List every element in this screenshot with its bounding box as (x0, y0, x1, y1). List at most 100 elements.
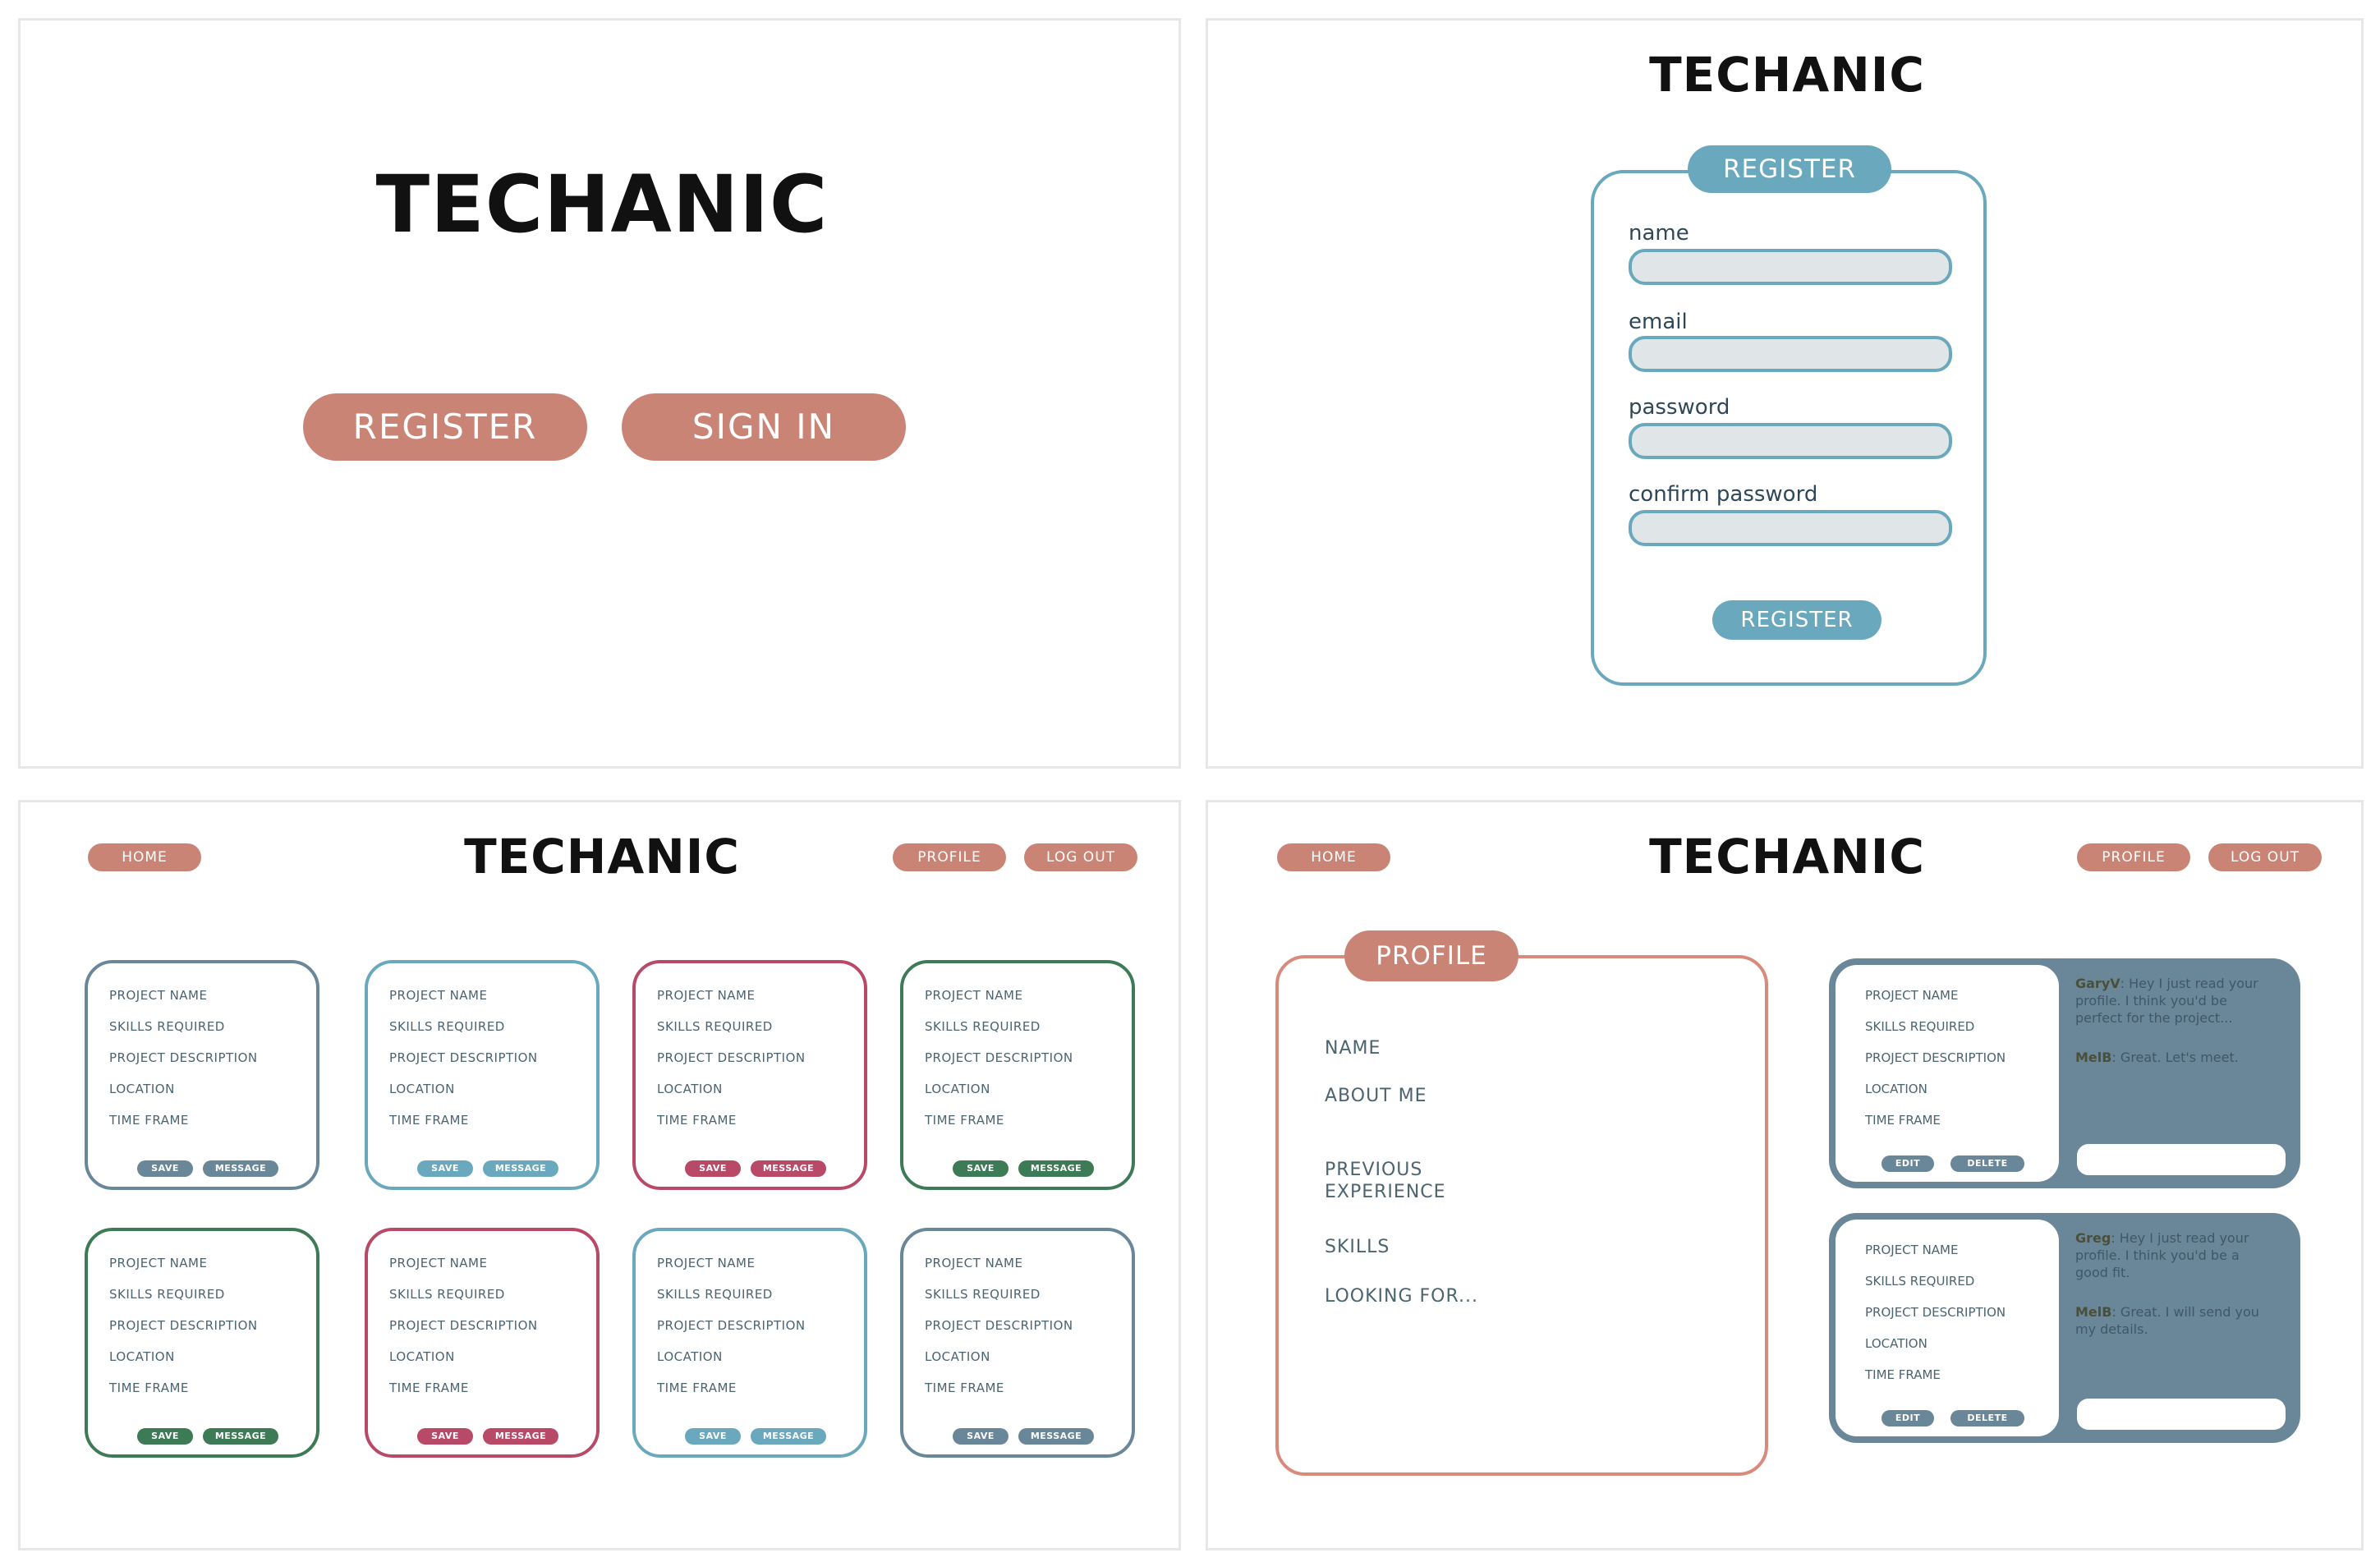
save-button[interactable]: SAVE (685, 1428, 741, 1445)
nav-logout-button[interactable]: LOG OUT (2208, 843, 2322, 871)
save-button[interactable]: SAVE (685, 1160, 741, 1177)
project-card-field: TIME FRAME (925, 1113, 1004, 1128)
message-button[interactable]: MESSAGE (751, 1160, 826, 1177)
save-button[interactable]: SAVE (417, 1428, 473, 1445)
project-card-field: LOCATION (925, 1082, 990, 1096)
project-card-field: PROJECT DESCRIPTION (109, 1050, 258, 1065)
chat-message: MelB: Great. Let's meet. (2075, 1049, 2272, 1066)
chat-text: : Hey I just read your profile. I think … (2075, 976, 2258, 1026)
chat-reply-input[interactable] (2077, 1144, 2286, 1175)
landing-panel: TECHANIC REGISTER SIGN IN (18, 18, 1181, 769)
chat-text: : Hey I just read your profile. I think … (2075, 1230, 2249, 1280)
confirm-password-label: confirm password (1629, 482, 1818, 507)
project-card-field: TIME FRAME (657, 1113, 737, 1128)
delete-button[interactable]: DELETE (1950, 1155, 2024, 1172)
project-card[interactable]: PROJECT NAME SKILLS REQUIRED PROJECT DESCR… (85, 1228, 319, 1458)
chat-sender: Greg (2075, 1230, 2111, 1246)
profile-name: NAME (1325, 1038, 1381, 1059)
project-card[interactable]: PROJECT NAME SKILLS REQUIRED PROJECT DESCR… (85, 960, 319, 1190)
brand-logo: TECHANIC (464, 829, 740, 884)
message-button[interactable]: MESSAGE (1018, 1428, 1094, 1445)
register-submit-button[interactable]: REGISTER (1712, 600, 1881, 640)
chat-reply-input[interactable] (2077, 1399, 2286, 1430)
email-label: email (1629, 310, 1688, 334)
profile-skills: SKILLS (1325, 1237, 1390, 1257)
save-button[interactable]: SAVE (417, 1160, 473, 1177)
project-card-field: LOCATION (657, 1349, 723, 1364)
projects-panel: HOME TECHANIC PROFILE LOG OUT PROJECT NA… (18, 800, 1181, 1551)
nav-profile-button[interactable]: PROFILE (2077, 843, 2190, 871)
confirm-password-field[interactable] (1629, 510, 1952, 546)
delete-button[interactable]: DELETE (1950, 1410, 2024, 1426)
project-card-field: SKILLS REQUIRED (109, 1287, 225, 1302)
brand-logo: TECHANIC (1649, 829, 1925, 884)
sign-in-button[interactable]: SIGN IN (622, 393, 906, 461)
project-card-field: PROJECT DESCRIPTION (109, 1318, 258, 1333)
project-card-field: PROJECT DESCRIPTION (657, 1318, 806, 1333)
chat-sender: GaryV (2075, 976, 2120, 991)
project-card-field: PROJECT NAME (109, 1256, 208, 1270)
project-card-field: PROJECT NAME (1865, 1243, 1959, 1257)
profile-about-me: ABOUT ME (1325, 1086, 1427, 1106)
edit-button[interactable]: EDIT (1881, 1155, 1934, 1172)
project-card-field: SKILLS REQUIRED (925, 1287, 1041, 1302)
project-card-field: SKILLS REQUIRED (925, 1019, 1041, 1034)
project-card-field: PROJECT NAME (109, 988, 208, 1003)
save-button[interactable]: SAVE (953, 1160, 1009, 1177)
message-button[interactable]: MESSAGE (1018, 1160, 1094, 1177)
project-card-field: TIME FRAME (389, 1113, 469, 1128)
chat-text: : Great. I will send you my details. (2075, 1304, 2259, 1337)
project-card-field: SKILLS REQUIRED (657, 1287, 773, 1302)
save-button[interactable]: SAVE (137, 1428, 193, 1445)
message-button[interactable]: MESSAGE (483, 1428, 558, 1445)
edit-button[interactable]: EDIT (1881, 1410, 1934, 1426)
project-card-field: SKILLS REQUIRED (1865, 1274, 1975, 1289)
register-button[interactable]: REGISTER (303, 393, 587, 461)
chat-message: GaryV: Hey I just read your profile. I t… (2075, 975, 2272, 1027)
chat-sender: MelB (2075, 1050, 2112, 1065)
message-button[interactable]: MESSAGE (203, 1428, 278, 1445)
project-card-field: SKILLS REQUIRED (389, 1019, 505, 1034)
nav-home-button[interactable]: HOME (1277, 843, 1390, 871)
project-card-field: SKILLS REQUIRED (109, 1019, 225, 1034)
brand-logo: TECHANIC (375, 158, 829, 250)
project-card-field: PROJECT NAME (657, 988, 756, 1003)
nav-logout-button[interactable]: LOG OUT (1024, 843, 1137, 871)
save-button[interactable]: SAVE (953, 1428, 1009, 1445)
save-button[interactable]: SAVE (137, 1160, 193, 1177)
email-field[interactable] (1629, 336, 1952, 372)
chat-message: Greg: Hey I just read your profile. I th… (2075, 1229, 2272, 1281)
project-card-field: PROJECT DESCRIPTION (389, 1050, 538, 1065)
project-card-field: PROJECT NAME (1865, 988, 1959, 1003)
project-card-field: LOCATION (389, 1349, 455, 1364)
nav-profile-button[interactable]: PROFILE (893, 843, 1006, 871)
name-label: name (1629, 221, 1689, 246)
password-field[interactable] (1629, 423, 1952, 459)
register-form-header: REGISTER (1688, 145, 1891, 193)
project-card-field: PROJECT NAME (389, 1256, 488, 1270)
project-card-field: LOCATION (657, 1082, 723, 1096)
register-form: name email password confirm password REG… (1591, 170, 1987, 686)
project-card-field: TIME FRAME (389, 1381, 469, 1395)
project-card-field: TIME FRAME (1865, 1367, 1941, 1382)
brand-logo: TECHANIC (1649, 47, 1925, 103)
nav-home-button[interactable]: HOME (88, 843, 201, 871)
message-button[interactable]: MESSAGE (483, 1160, 558, 1177)
message-button[interactable]: MESSAGE (203, 1160, 278, 1177)
chat-text: : Great. Let's meet. (2111, 1050, 2239, 1065)
password-label: password (1629, 395, 1730, 420)
project-card-field: LOCATION (109, 1082, 175, 1096)
project-card-field: SKILLS REQUIRED (1865, 1019, 1975, 1034)
message-button[interactable]: MESSAGE (751, 1428, 826, 1445)
profile-previous-experience: PREVIOUS EXPERIENCE (1325, 1160, 1446, 1202)
project-card-field: TIME FRAME (109, 1113, 189, 1128)
name-field[interactable] (1629, 249, 1952, 285)
